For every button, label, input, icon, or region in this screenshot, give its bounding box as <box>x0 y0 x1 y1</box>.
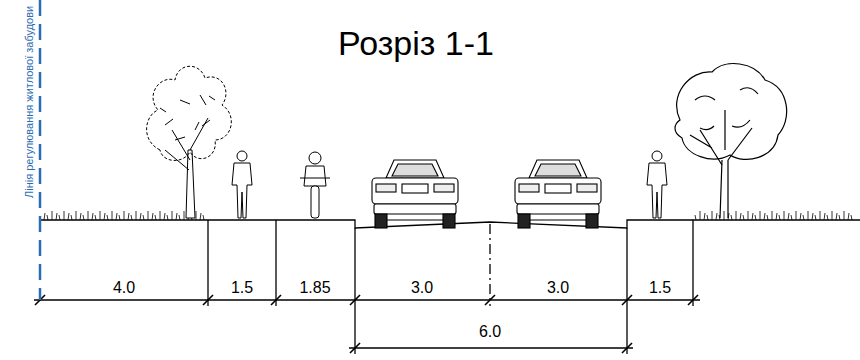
building-line <box>40 0 41 300</box>
dimension-tick <box>485 295 495 305</box>
dimension-line <box>34 299 700 300</box>
cyclist <box>300 152 330 218</box>
dimension-value: 6.0 <box>477 324 503 340</box>
tree <box>675 64 787 218</box>
dimension-tick <box>350 343 360 353</box>
pedestrian <box>232 151 252 218</box>
dimension-value: 1.5 <box>647 280 673 296</box>
dimension-tick <box>271 295 281 305</box>
dimension-value: 3.0 <box>545 280 571 296</box>
dimension-value: 4.0 <box>111 280 137 296</box>
dimension-tick <box>688 295 698 305</box>
section-title: Розріз 1-1 <box>338 26 494 60</box>
dimension-tick <box>622 343 632 353</box>
dimension-line <box>349 347 633 348</box>
dimension-tick <box>350 295 360 305</box>
ground-profile <box>34 220 860 354</box>
dimension-tick <box>622 295 632 305</box>
dimension-ticks <box>35 295 698 353</box>
pedestrian <box>647 151 667 218</box>
dimension-value: 1.5 <box>229 280 255 296</box>
dimension-value: 3.0 <box>409 280 435 296</box>
dimension-tick <box>203 295 213 305</box>
building-line-label: Лінія регулювання житлової забудови <box>24 6 35 198</box>
dimension-value: 1.85 <box>297 280 332 296</box>
tree <box>147 66 232 218</box>
car <box>372 160 601 228</box>
